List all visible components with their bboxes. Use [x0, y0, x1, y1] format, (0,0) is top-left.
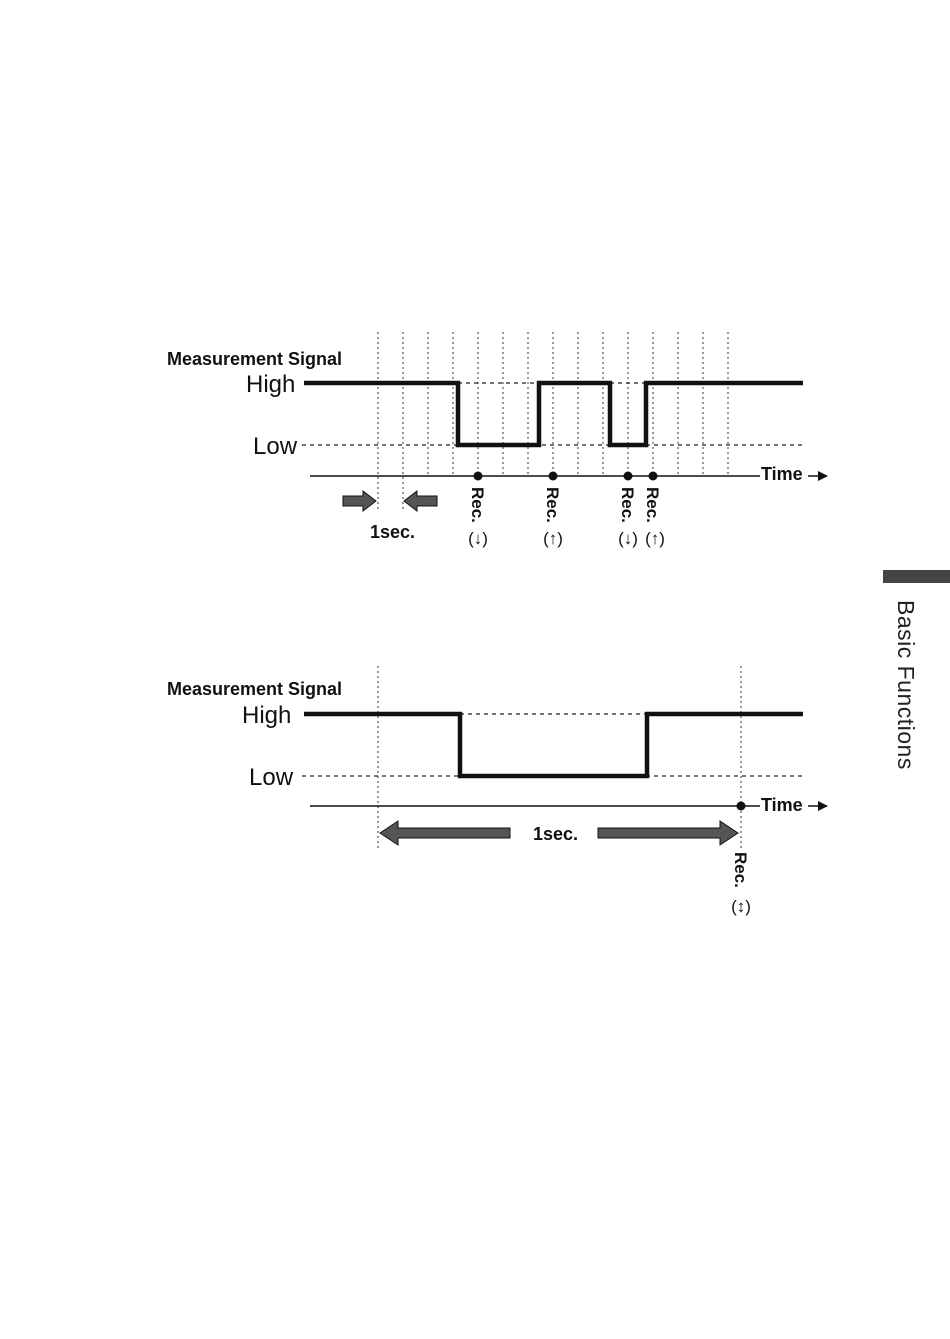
record-direction: (↓): [468, 529, 488, 548]
time-label: Time: [761, 464, 803, 484]
low-label: Low: [253, 433, 298, 460]
time-label: Time: [761, 795, 803, 815]
record-direction: (↓): [618, 529, 638, 548]
signal-title: Measurement Signal: [167, 349, 342, 369]
record-marker-1: Rec. (↓): [468, 472, 488, 549]
interval-arrows: [343, 491, 437, 511]
grid-lines-1: [378, 332, 728, 510]
record-text: Rec.: [543, 487, 562, 523]
record-dot: [649, 472, 658, 481]
timing-diagram-1: Measurement Signal High Low Time 1sec. R…: [167, 332, 827, 548]
interval-label: 1sec.: [370, 522, 415, 542]
interval-label: 1sec.: [533, 824, 578, 844]
high-label: High: [242, 702, 291, 729]
record-dot: [624, 472, 633, 481]
arrow-right-icon: [598, 821, 738, 845]
high-label: High: [246, 371, 295, 398]
record-dot: [737, 802, 746, 811]
arrow-right-icon: [343, 491, 376, 511]
arrow-left-icon: [404, 491, 437, 511]
record-direction: (↑): [543, 529, 563, 548]
record-marker-1: Rec. (↕): [731, 802, 751, 917]
record-marker-4: Rec. (↑): [643, 472, 665, 549]
grid-lines-2: [378, 666, 741, 848]
section-tab-label: Basic Functions: [892, 600, 919, 770]
signal-waveform: [304, 714, 803, 776]
record-text: Rec.: [643, 487, 662, 523]
section-tab-marker: [883, 570, 950, 583]
record-dot: [474, 472, 483, 481]
record-text: Rec.: [468, 487, 487, 523]
record-text: Rec.: [731, 852, 750, 888]
arrow-left-icon: [380, 821, 510, 845]
record-direction: (↕): [731, 897, 751, 916]
record-marker-3: Rec. (↓): [618, 472, 638, 549]
timing-diagram-2: Measurement Signal High Low Time 1sec. R…: [167, 666, 827, 916]
record-dot: [549, 472, 558, 481]
signal-title: Measurement Signal: [167, 679, 342, 699]
record-text: Rec.: [618, 487, 637, 523]
low-label: Low: [249, 764, 294, 791]
record-direction: (↑): [645, 529, 665, 548]
record-marker-2: Rec. (↑): [543, 472, 563, 549]
